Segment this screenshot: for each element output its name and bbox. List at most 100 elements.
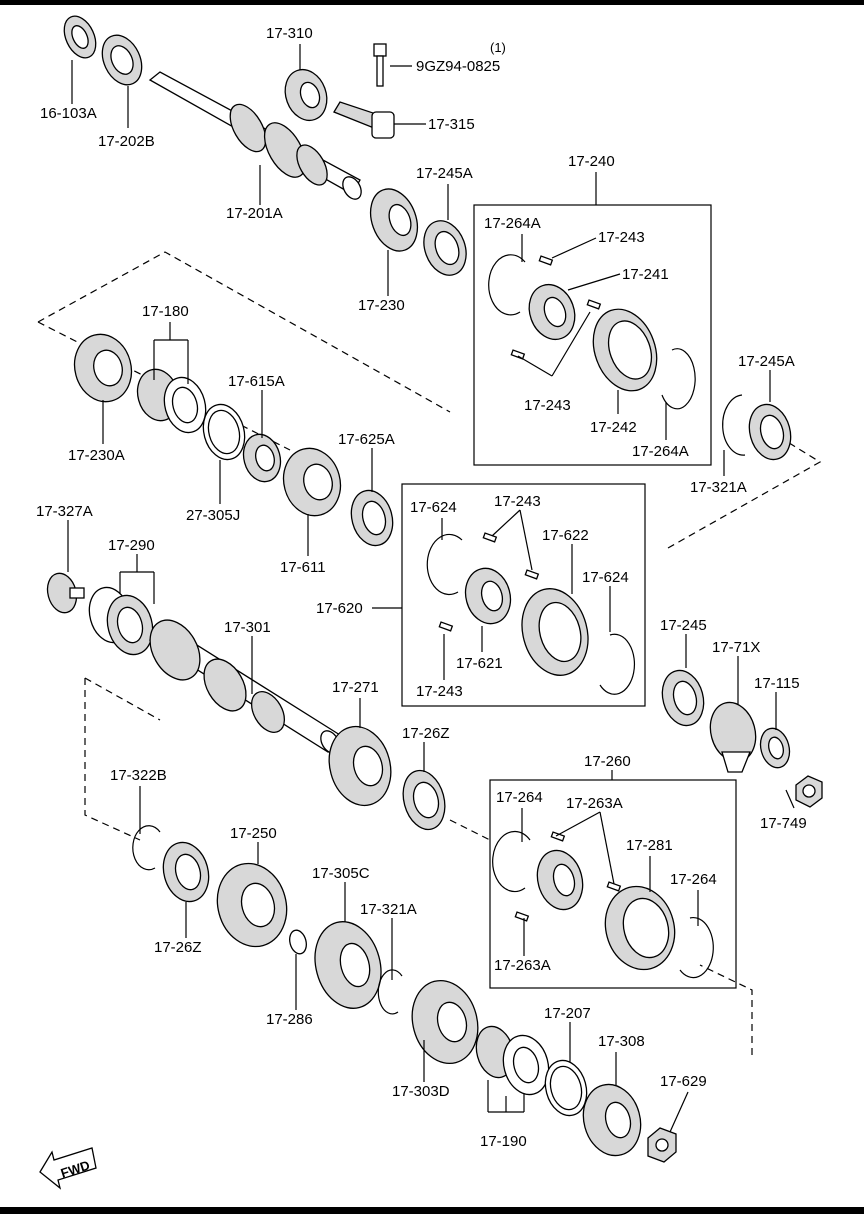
label-17-290: 17-290 [108, 537, 155, 554]
label-17-749: 17-749 [760, 815, 807, 832]
nut-17-629 [647, 1127, 677, 1163]
label-17-250: 17-250 [230, 825, 277, 842]
gear-17-308 [582, 1083, 642, 1157]
snap-ring-17-264-b [679, 916, 714, 979]
label-17-321A-low: 17-321A [360, 901, 417, 918]
forward-arrow-icon [39, 1147, 97, 1190]
snap-ring-17-286 [289, 929, 307, 955]
label-17-264A-a: 17-264A [484, 215, 541, 232]
synchro-hub-17-260-hub [536, 849, 584, 911]
synchro-box-17-620 [401, 483, 646, 707]
label-17-286: 17-286 [266, 1011, 313, 1028]
snap-ring-17-321A-right [722, 394, 746, 456]
synchro-sleeve-17-242 [592, 308, 658, 392]
snap-ring-17-322B [132, 825, 161, 871]
label-9GZ94-qty: (1) [490, 40, 506, 55]
label-17-264-b: 17-264 [670, 871, 717, 888]
lower-assembly-dashed-outline-b [84, 677, 161, 721]
gear-17-250 [216, 862, 288, 948]
label-17-263A-b: 17-263A [494, 957, 551, 974]
label-17-264-a: 17-264 [496, 789, 543, 806]
label-17-310: 17-310 [266, 25, 313, 42]
snap-ring-17-321A-lower [377, 969, 403, 1015]
label-17-242: 17-242 [590, 419, 637, 436]
label-17-315: 17-315 [428, 116, 475, 133]
upper-assembly-dashed-outline [37, 251, 451, 413]
nut-17-749 [795, 775, 823, 808]
label-17-263A-a: 17-263A [566, 795, 623, 812]
gear-17-230 [369, 188, 419, 252]
label-27-305J: 27-305J [186, 507, 240, 524]
label-17-611: 17-611 [280, 559, 326, 576]
leader-lines [67, 44, 795, 1133]
label-17-281: 17-281 [626, 837, 673, 854]
gear-17-230A [73, 333, 133, 403]
bottom-border [0, 1207, 864, 1214]
synchro-ring-17-625A [350, 489, 394, 547]
label-17-305C: 17-305C [312, 865, 370, 882]
synchro-sleeve-17-622 [521, 588, 589, 676]
synchro-hub-17-621 [464, 567, 512, 625]
bearing-17-290 [88, 586, 154, 656]
synchro-ring-17-26Z-upper [402, 769, 446, 831]
label-17-327A: 17-327A [36, 503, 93, 520]
label-17-245: 17-245 [660, 617, 707, 634]
lower-assembly-dashed-outline [84, 678, 141, 841]
label-17-207: 17-207 [544, 1005, 591, 1022]
synchro-ring-17-245A-top [423, 220, 467, 276]
label-16-103A: 16-103A [40, 105, 97, 122]
top-border [0, 0, 864, 5]
synchro-ring-17-245A-right [748, 403, 792, 461]
gear-17-303D [411, 979, 479, 1065]
synchro-ring-17-245 [661, 669, 705, 727]
label-17-301: 17-301 [224, 619, 271, 636]
label-17-26Z-b: 17-26Z [154, 939, 202, 956]
label-17-190: 17-190 [480, 1133, 527, 1150]
snap-ring-17-624-a [426, 533, 463, 596]
needle-bearing-17-615A [242, 433, 282, 483]
snap-ring-17-264A-b [661, 348, 696, 410]
label-17-308: 17-308 [598, 1033, 645, 1050]
label-17-71X: 17-71X [712, 639, 760, 656]
label-17-230A: 17-230A [68, 447, 125, 464]
cone-17-71X [709, 701, 757, 773]
bearing-17-190 [475, 1025, 550, 1096]
label-17-245A-top: 17-245A [416, 165, 473, 182]
label-17-622: 17-622 [542, 527, 589, 544]
label-17-230: 17-230 [358, 297, 405, 314]
synchro-box-17-260 [489, 779, 737, 989]
shim-17-207 [544, 1059, 588, 1117]
bearing-17-202B [101, 34, 143, 86]
label-17-624-a: 17-624 [410, 499, 457, 516]
main-shaft-17-201A [148, 71, 362, 200]
label-17-621: 17-621 [456, 655, 503, 672]
label-17-240: 17-240 [568, 153, 615, 170]
bearing-17-115 [759, 727, 791, 769]
label-17-303D: 17-303D [392, 1083, 450, 1100]
label-17-322B: 17-322B [110, 767, 167, 784]
label-17-615A: 17-615A [228, 373, 285, 390]
label-17-624-b: 17-624 [582, 569, 629, 586]
label-17-201A: 17-201A [226, 205, 283, 222]
label-17-625A: 17-625A [338, 431, 395, 448]
label-17-241: 17-241 [622, 266, 669, 283]
bearing-17-180 [136, 368, 207, 434]
bearing-race-17-327A [46, 572, 85, 614]
snap-ring-17-264-a [492, 830, 531, 893]
label-17-243-d: 17-243 [416, 683, 463, 700]
bearing-16-103A [63, 15, 97, 59]
shim-27-305J [202, 403, 246, 461]
synchro-box-17-240 [473, 204, 712, 466]
lower-mid-dashed-line [449, 819, 491, 841]
label-17-271: 17-271 [332, 679, 379, 696]
keys-17-243-box2 [438, 532, 540, 632]
keys-17-243 [510, 255, 602, 360]
label-17-620: 17-620 [316, 600, 363, 617]
synchro-ring-17-26Z-lower [162, 841, 210, 903]
shift-arm-17-315 [333, 101, 395, 139]
label-17-243-c: 17-243 [494, 493, 541, 510]
label-17-202B: 17-202B [98, 133, 155, 150]
label-17-321A-right: 17-321A [690, 479, 747, 496]
gear-17-271 [328, 725, 392, 807]
